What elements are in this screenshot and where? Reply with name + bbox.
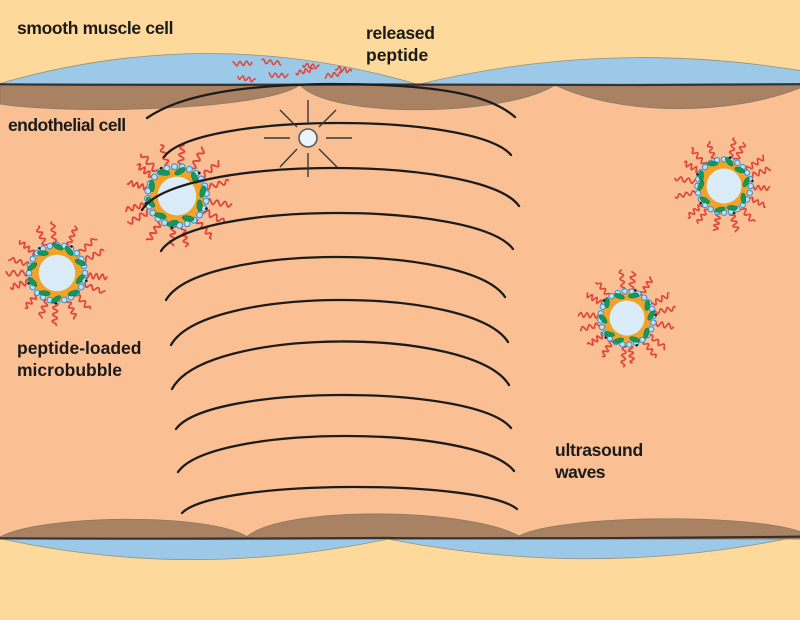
svg-text:microbubble: microbubble <box>17 360 122 380</box>
svg-text:peptide: peptide <box>366 45 428 65</box>
svg-text:smooth muscle cell: smooth muscle cell <box>17 18 173 38</box>
svg-text:endothelial cell: endothelial cell <box>8 115 126 135</box>
svg-text:waves: waves <box>554 462 606 482</box>
svg-text:released: released <box>366 23 435 43</box>
svg-text:peptide-loaded: peptide-loaded <box>17 338 141 358</box>
svg-text:ultrasound: ultrasound <box>555 440 643 460</box>
